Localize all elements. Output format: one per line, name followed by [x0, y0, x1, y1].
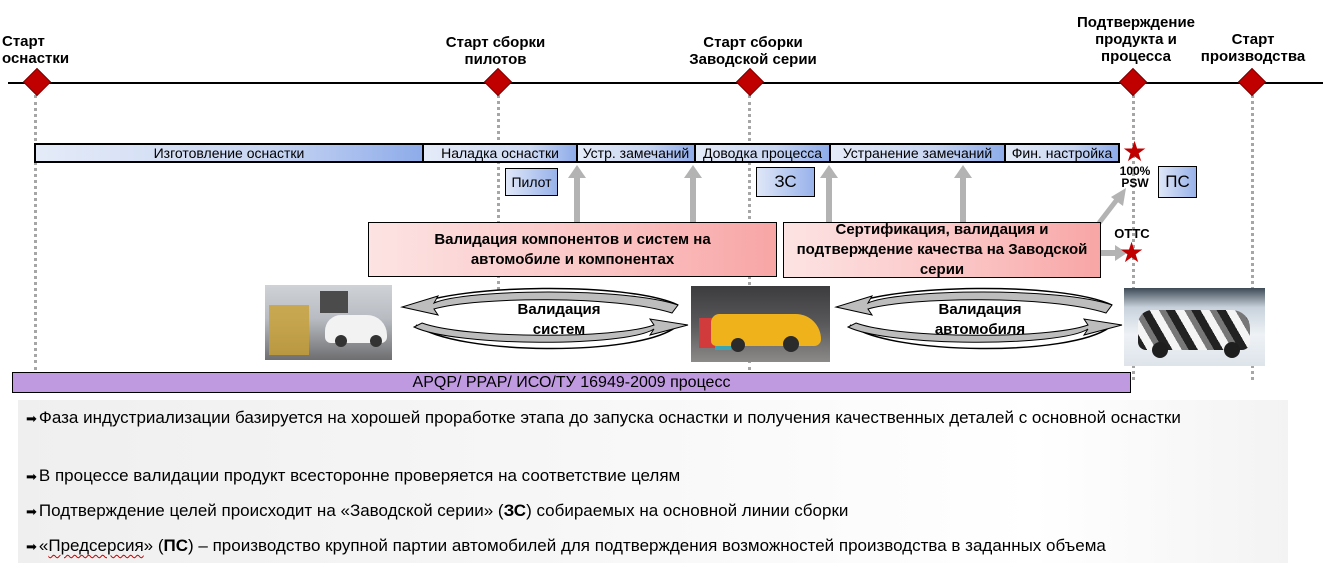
- star-ottc-icon: ★: [1119, 237, 1145, 268]
- arrow-bullet-icon: ➡: [26, 504, 37, 519]
- milestone-diamond-icon[interactable]: [1237, 67, 1267, 97]
- note-text: В процессе валидации продукт всесторонне…: [38, 466, 681, 485]
- winter-test-photo: [1124, 288, 1265, 366]
- spellcheck-word[interactable]: Предсерсия: [48, 536, 144, 555]
- milestone-label-product-process-approval: Подтверждение продукта и процесса: [1076, 14, 1196, 65]
- crash-test-photo: [691, 286, 830, 362]
- arrow-bullet-icon: ➡: [26, 539, 37, 554]
- arrow-bullet-icon: ➡: [26, 411, 37, 426]
- milestone-diamond-icon[interactable]: [483, 67, 513, 97]
- pre-series-tag: ПС: [1158, 166, 1197, 198]
- cycle-arrow-right-icon: [412, 318, 689, 343]
- milestone-label-start-pilot-assembly: Старт сборки пилотов: [445, 34, 546, 68]
- ottc-label: ОТТС: [1114, 226, 1150, 241]
- guide-line-approval: [1132, 95, 1135, 380]
- arrow-up-icon: [684, 165, 702, 222]
- phase-final-tuning[interactable]: Фин. настройка: [1006, 145, 1118, 161]
- note-text: Фаза индустриализации базируется на хоро…: [38, 408, 1181, 427]
- milestone-label-start-factory-series: Старт сборки Заводской серии: [689, 34, 817, 68]
- note-bold-term: ПС: [163, 536, 189, 555]
- horizontal-arrow-line: [1099, 250, 1117, 256]
- note-text: «: [38, 536, 49, 555]
- arrow-up-icon: [820, 165, 838, 222]
- milestone-label-start-production: Старт производства: [1200, 31, 1306, 65]
- arrows-to-markers: [1097, 188, 1127, 261]
- notes-panel: ➡Фаза индустриализации базируется на хор…: [18, 400, 1288, 563]
- diagonal-arrow-line: [1097, 195, 1121, 225]
- vehicle-validation-label: Валидация автомобиля: [934, 301, 1026, 338]
- arrow-bullet-icon: ➡: [26, 469, 37, 484]
- note-text: ) собираемых на основной линии сборки: [526, 501, 849, 520]
- phase-process-finishing[interactable]: Доводка процесса: [696, 145, 831, 161]
- component-validation-box: Валидация компонентов и систем на автомо…: [368, 222, 777, 277]
- note-item: ➡Фаза индустриализации базируется на хор…: [26, 406, 1276, 430]
- milestone-diamond-icon[interactable]: [22, 67, 52, 97]
- note-text: » (: [143, 536, 164, 555]
- factory-series-tag: ЗС: [756, 167, 815, 197]
- systems-cycle-arrows: [400, 287, 689, 350]
- cycle-arrow-left-icon: [834, 291, 1113, 316]
- milestone-diamond-icon[interactable]: [735, 67, 765, 97]
- star-psw-icon: ★: [1122, 136, 1148, 167]
- note-text: ) – производство крупной партии автомоби…: [188, 536, 1106, 555]
- vehicle-cycle-arrows: [834, 287, 1123, 350]
- arrow-head-icon: [1115, 245, 1127, 261]
- arrow-up-icon: [568, 165, 586, 222]
- phase-issue-fix-short[interactable]: Устр. замечаний: [578, 145, 696, 161]
- pilot-tag: Пилот: [505, 168, 558, 196]
- cycle-arrow-left-icon: [400, 291, 679, 316]
- milestone-label-start-tooling: Старт оснастки: [2, 33, 70, 67]
- cycle-arc-bottom: [849, 324, 1111, 350]
- test-rig-photo: [265, 285, 392, 360]
- phase-bar: Изготовление оснастки Наладка оснастки У…: [34, 143, 1120, 163]
- certification-box: Сертификация, валидация и подтверждение …: [783, 221, 1101, 278]
- arrow-up-icon: [954, 165, 972, 222]
- apqp-process-bar: APQP/ PPAP/ ИСО/ТУ 16949-2009 процесс: [12, 372, 1131, 393]
- arrow-head-icon: [1111, 188, 1126, 206]
- guide-line-start-pilot: [497, 95, 500, 290]
- psw-label: 100% PSW: [1119, 164, 1151, 190]
- phase-tooling-manufacture[interactable]: Изготовление оснастки: [36, 145, 424, 161]
- phase-tooling-setup[interactable]: Наладка оснастки: [424, 145, 578, 161]
- timeline-axis: [8, 82, 1323, 84]
- cycle-arc-bottom: [415, 324, 677, 350]
- note-item: ➡Подтверждение целей происходит на «Заво…: [26, 499, 848, 523]
- phase-issue-fix[interactable]: Устранение замечаний: [831, 145, 1006, 161]
- systems-validation-label: Валидация систем: [517, 301, 601, 338]
- cycle-arrow-right-icon: [846, 318, 1123, 343]
- guide-line-start-tooling: [34, 95, 37, 370]
- guide-line-start-production: [1251, 95, 1254, 380]
- milestone-diamond-icon[interactable]: [1118, 67, 1148, 97]
- note-bold-term: ЗС: [503, 501, 527, 520]
- note-item: ➡В процессе валидации продукт всесторонн…: [26, 464, 680, 488]
- note-item: ➡«Предсерсия» (ПС) – производство крупно…: [26, 534, 1106, 558]
- note-text: Подтверждение целей происходит на «Завод…: [38, 501, 504, 520]
